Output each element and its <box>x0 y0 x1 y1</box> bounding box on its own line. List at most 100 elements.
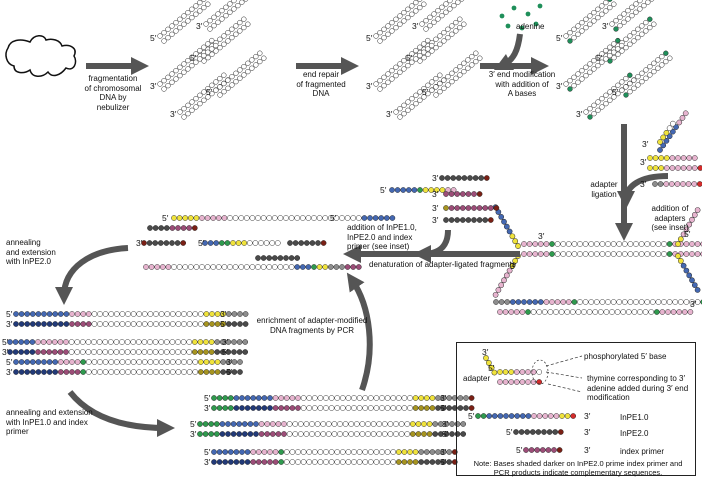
pcr-end-f: 3′ <box>190 429 197 439</box>
end-modification-label: 3′ end modification with addition of A b… <box>488 70 556 98</box>
inpe2-primer-1 <box>439 175 490 181</box>
adapter-top-strand <box>657 110 689 153</box>
adenine-dot-1 <box>511 5 517 11</box>
primer-end-b: 5′ <box>380 185 387 195</box>
pcr-end-g: 3′ <box>442 419 449 429</box>
addition-adapters-label: addition of adapters (see inset) <box>651 204 689 232</box>
annealing-inpe2-label: annealing and extension with InPE2.0 <box>6 238 56 266</box>
primer-end-e: 3′ <box>432 215 439 225</box>
inpe2-primer-2 <box>443 217 494 223</box>
repaired-fragment-0-top <box>373 0 423 39</box>
repaired-fragment-2-end-label: 5′ <box>406 53 413 63</box>
fragmented-fragment-5-top <box>177 72 227 115</box>
fragmented-fragment-5-end-label: 3′ <box>170 109 177 119</box>
pcr-product-3-top <box>211 449 458 455</box>
fragmented-fragment-1-end-label: 3′ <box>196 21 203 31</box>
inset-end-d: 3′ <box>584 411 591 421</box>
repaired-fragment-3-top <box>373 37 431 87</box>
pcr-product-1-top <box>211 395 475 401</box>
inset-end-e: 5′ <box>506 427 513 437</box>
adenine-label: adenine <box>516 22 545 31</box>
a-tailed-fragment-5-bottom <box>587 77 637 120</box>
pcr-end-i: 5′ <box>204 447 211 457</box>
extended-duplex-1-top <box>13 311 249 317</box>
denatured-strand-1 <box>171 215 396 221</box>
ligated-fragment-top <box>521 241 702 247</box>
adenine-dot-5 <box>519 25 525 31</box>
pcr-end-l: 5′ <box>440 457 447 467</box>
arrow-annealing-inpe2 <box>55 245 129 305</box>
a-tailed-fragment-0-top <box>563 0 613 39</box>
thymine-label: thymine corresponding to 3′ adenine adde… <box>587 374 689 402</box>
fragmented-fragment-5-bottom <box>181 77 231 120</box>
index-primer-1 <box>443 191 483 197</box>
inset-highlight-ellipse <box>531 359 549 385</box>
ligated-right-adapter-bottom <box>675 253 701 293</box>
fragmented-fragment-4-end-label: 5′ <box>206 87 213 97</box>
inset-end-f: 3′ <box>584 427 591 437</box>
ext-end-i: 5′ <box>6 357 13 367</box>
a-tailed-fragment-1-bottom <box>613 0 655 32</box>
a-tailed-fragment-2-end-label: 5′ <box>596 53 603 63</box>
ligated-fragment-bottom <box>521 251 702 257</box>
repaired-fragment-5-top <box>393 72 443 115</box>
leader-thymine-2 <box>547 383 583 393</box>
ext-end-d: 5′ <box>220 319 227 329</box>
pcr-end-c: 3′ <box>440 393 447 403</box>
fragmented-fragment-3-bottom <box>161 42 219 92</box>
ext-end-f: 3′ <box>2 347 9 357</box>
inset-legend-box <box>456 342 696 476</box>
adenine-dot-4 <box>533 21 539 27</box>
fragmented-fragment-2-end-label: 5′ <box>190 53 197 63</box>
repaired-fragment-5-end-label: 3′ <box>386 109 393 119</box>
a-tailed-fragment-3-bottom <box>567 42 625 92</box>
repaired-fragment-1-top <box>419 0 453 27</box>
annealed-inpe2-a <box>141 240 187 246</box>
fragmented-fragment-1-bottom <box>207 0 249 32</box>
adapter-middle-top <box>647 155 698 161</box>
pcr-product-3-bottom <box>211 459 458 465</box>
annealing-inpe1-label: annealing and extension with InPE1.0 and… <box>6 408 93 436</box>
fragmented-fragment-0-top <box>157 0 207 39</box>
arrow-adenine-in <box>493 33 523 71</box>
ext-end-j: 3′ <box>6 367 13 377</box>
adapter-3-end-a: 3′ <box>642 139 649 149</box>
fragmented-fragment-3-end-label: 3′ <box>150 81 157 91</box>
denatured-end-a: 5′ <box>162 213 169 223</box>
annealed-inpe2-b <box>287 240 327 246</box>
a-tailed-fragment-0-end-label: 5′ <box>556 33 563 43</box>
a-tailed-fragment-3-top <box>563 37 621 87</box>
a-tailed-fragment-1-top <box>609 0 643 27</box>
arrow-enrichment <box>346 272 373 391</box>
inpe1-label: InPE1.0 <box>620 413 649 422</box>
repaired-fragment-3-bottom <box>377 42 435 92</box>
ligated-left-adapter-bottom <box>492 253 521 298</box>
adapter-lower <box>652 181 702 187</box>
ligated-fragment-2-bottom <box>497 309 694 315</box>
leader-phosphorylated <box>545 355 583 367</box>
fragmented-fragment-2-bottom <box>201 21 251 64</box>
ext-end-b: 3′ <box>6 319 13 329</box>
arrow-adapter-in <box>617 173 669 209</box>
leader-thymine <box>545 371 583 379</box>
arrow-annealing-inpe1 <box>67 390 175 437</box>
inset-adapter-bottom <box>497 369 543 375</box>
pcr-end-b: 3′ <box>204 403 211 413</box>
ext-end-c: 3′ <box>220 309 227 319</box>
pcr-end-j: 3′ <box>204 457 211 467</box>
phosphorylated-label: phosphorylated 5′ base <box>584 352 667 361</box>
addition-inpe-label: addition of InPE1.0, InPE2.0 and index p… <box>347 223 417 251</box>
denatured-end-c: 3′ <box>136 238 143 248</box>
denatured-end-d: 5′ <box>198 238 205 248</box>
arrow-primer-in <box>413 229 451 263</box>
repaired-fragment-1-bottom <box>423 0 465 32</box>
extended-duplex-1-bottom <box>13 321 249 327</box>
extended-duplex-3-bottom <box>13 369 243 375</box>
adapter-top-partner <box>657 120 676 145</box>
ligated-end-b: 3′ <box>510 261 517 271</box>
adapter-ligation-label: adapter ligation <box>590 180 618 199</box>
fragmented-fragment-3-top <box>157 37 215 87</box>
primer-end-c: 3′ <box>432 189 439 199</box>
adenine-dot-0 <box>499 13 505 19</box>
